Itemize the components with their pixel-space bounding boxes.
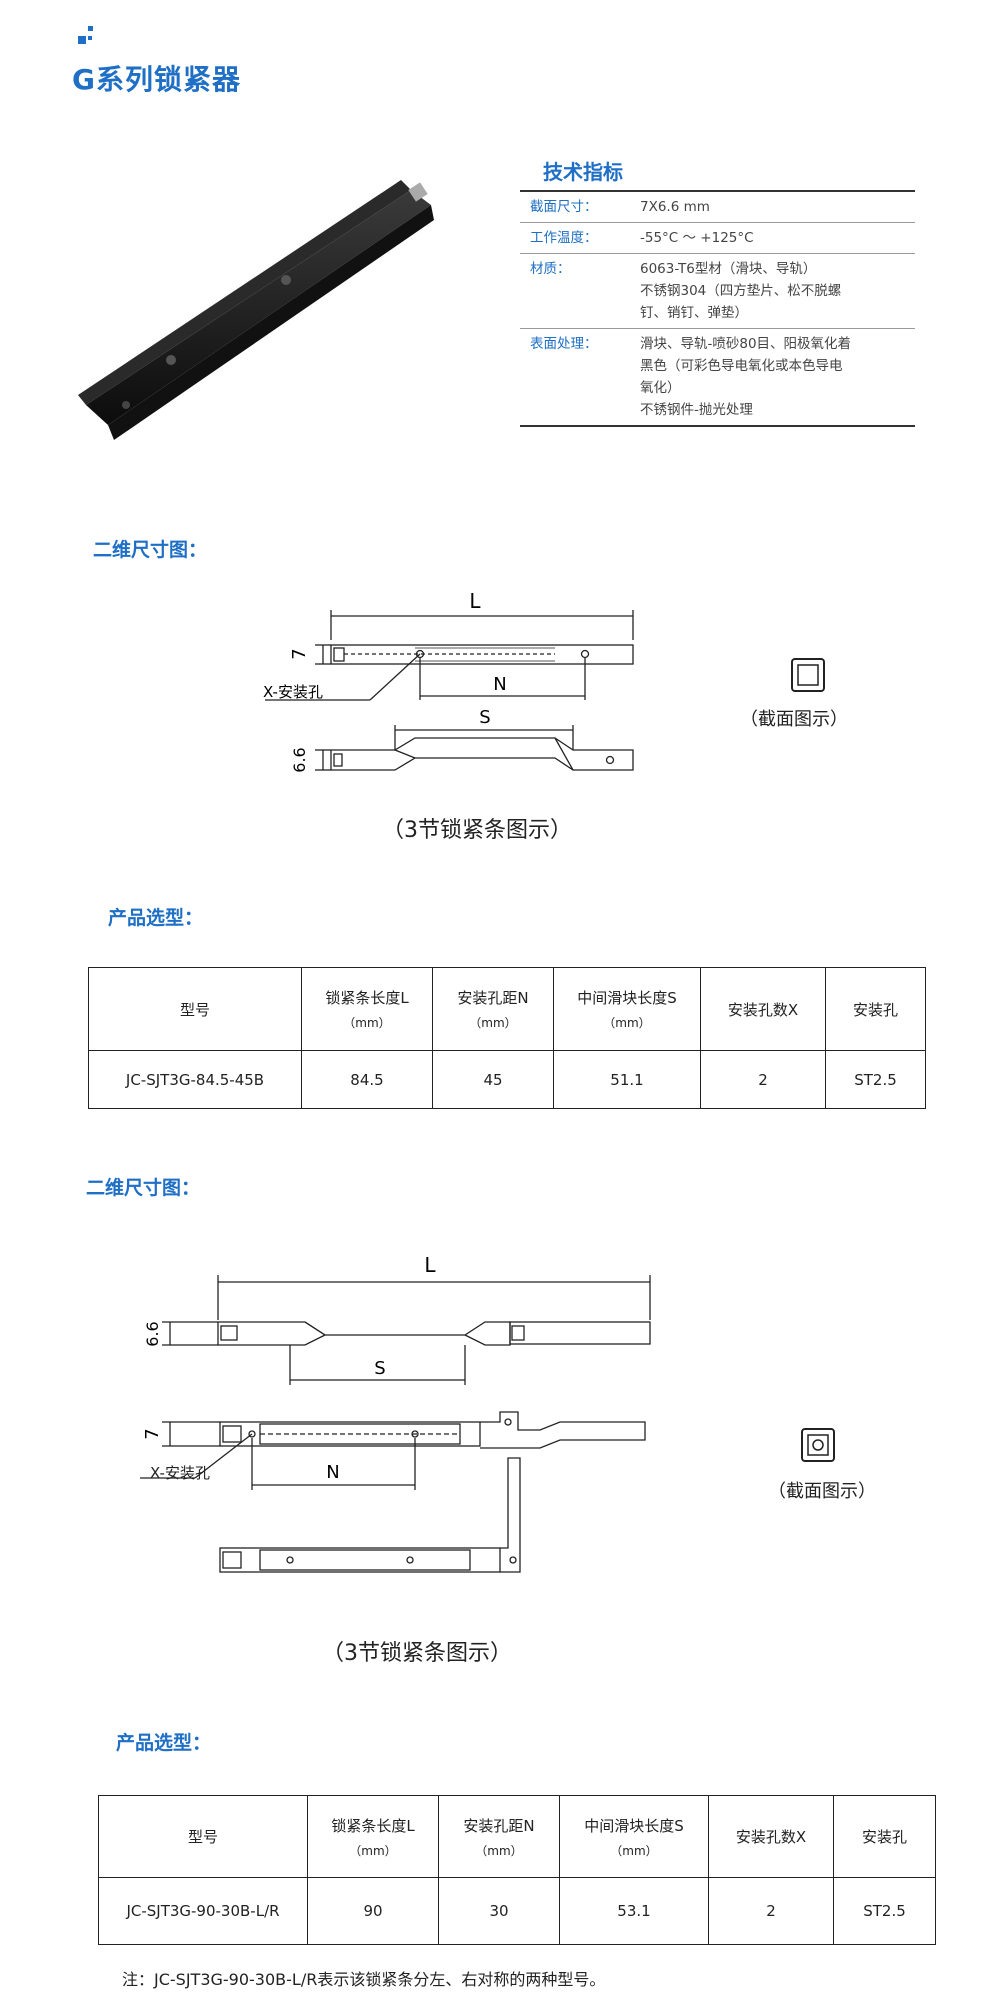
label-L: L: [424, 1253, 436, 1277]
label-N: N: [326, 1462, 339, 1483]
table-row: JC-SJT3G-90-30B-L/R 90 30 53.1 2 ST2.5: [98, 1877, 936, 1945]
label-L: L: [469, 590, 481, 613]
spec-label: 工作温度：: [530, 230, 598, 246]
label-S: S: [479, 707, 490, 728]
cross-section-caption: （截面图示）: [740, 709, 848, 730]
dimension-drawing-1: L N S 7 6.6 X-安装孔: [263, 590, 634, 773]
label-height-6-6: 6.6: [290, 747, 309, 772]
spec-row-temperature: 工作温度： -55°C ～ +125°C: [520, 223, 915, 254]
page-title: G系列锁紧器: [72, 63, 241, 96]
table-cell: ST2.5: [833, 1877, 936, 1945]
spec-title: 技术指标: [543, 160, 623, 184]
table-cell-model: JC-SJT3G-84.5-45B: [88, 1050, 302, 1109]
cross-section-caption: （截面图示）: [768, 1481, 876, 1502]
header-cell: 锁紧条长度L（mm）: [301, 967, 433, 1051]
selection-title-1: 产品选型：: [108, 907, 204, 929]
spec-label: 表面处理：: [530, 336, 598, 352]
drawing-caption: （3节锁紧条图示）: [382, 818, 572, 843]
spec-label: 截面尺寸：: [530, 199, 598, 215]
header-cell: 安装孔数X: [700, 967, 826, 1051]
header-cell: 中间滑块长度S（mm）: [553, 967, 701, 1051]
spec-label: 材质：: [530, 261, 571, 277]
header-cell: 中间滑块长度S（mm）: [559, 1795, 709, 1878]
label-height-7: 7: [142, 1428, 163, 1439]
table-row: JC-SJT3G-84.5-45B 84.5 45 51.1 2 ST2.5: [88, 1050, 926, 1109]
table-cell: 51.1: [553, 1050, 701, 1109]
spec-row-surface: 表面处理： 滑块、导轨-喷砂80目、阳极氧化着黑色（可彩色导电氧化或本色导电氧化…: [520, 329, 915, 425]
spec-value: 7X6.6 mm: [640, 199, 710, 215]
header-cell: 安装孔数X: [708, 1795, 834, 1878]
footnote: 注：JC-SJT3G-90-30B-L/R表示该锁紧条分左、右对称的两种型号。: [122, 1970, 606, 1989]
spec-value: 6063-T6型材（滑块、导轨）不锈钢304（四方垫片、松不脱螺钉、销钉、弹垫）: [640, 261, 842, 321]
label-mount-hole: X-安装孔: [150, 1464, 210, 1482]
drawing-caption: （3节锁紧条图示）: [322, 1641, 512, 1666]
selection-title-2: 产品选型：: [116, 1732, 212, 1754]
spec-row-section-size: 截面尺寸： 7X6.6 mm: [520, 192, 915, 223]
spec-value: 滑块、导轨-喷砂80目、阳极氧化着黑色（可彩色导电氧化或本色导电氧化）不锈钢件-…: [640, 336, 852, 418]
cross-section-icon: [791, 658, 825, 692]
product-photo: [78, 180, 434, 440]
header-cell: 安装孔: [833, 1795, 936, 1878]
label-height-6-6: 6.6: [143, 1321, 162, 1346]
header-cell: 型号: [98, 1795, 308, 1878]
table-cell: 2: [700, 1050, 826, 1109]
table-header-row: 型号 锁紧条长度L（mm） 安装孔距N（mm） 中间滑块长度S（mm） 安装孔数…: [98, 1795, 936, 1878]
table-cell: 45: [432, 1050, 554, 1109]
table-cell: 2: [708, 1877, 834, 1945]
header-cell: 安装孔: [825, 967, 926, 1051]
dimension-title-1: 二维尺寸图：: [93, 539, 208, 561]
table-header-row: 型号 锁紧条长度L（mm） 安装孔距N（mm） 中间滑块长度S（mm） 安装孔数…: [88, 967, 926, 1051]
table-cell: 90: [307, 1877, 439, 1945]
table-cell: 30: [438, 1877, 560, 1945]
selection-table-1: 型号 锁紧条长度L（mm） 安装孔距N（mm） 中间滑块长度S（mm） 安装孔数…: [88, 967, 926, 1109]
spec-value: -55°C ～ +125°C: [640, 230, 754, 246]
label-height-7: 7: [289, 648, 310, 659]
cross-section-icon: [801, 1428, 835, 1462]
header-cell: 安装孔距N（mm）: [438, 1795, 560, 1878]
header-cell: 锁紧条长度L（mm）: [307, 1795, 439, 1878]
logo-mark: [78, 26, 98, 46]
label-mount-hole: X-安装孔: [263, 683, 323, 701]
selection-table-2: 型号 锁紧条长度L（mm） 安装孔距N（mm） 中间滑块长度S（mm） 安装孔数…: [98, 1795, 936, 1945]
label-S: S: [374, 1358, 385, 1379]
header-cell: 安装孔距N（mm）: [432, 967, 554, 1051]
dimension-title-2: 二维尺寸图：: [86, 1177, 201, 1199]
spec-table: 截面尺寸： 7X6.6 mm 工作温度： -55°C ～ +125°C 材质： …: [520, 190, 915, 427]
table-cell: 84.5: [301, 1050, 433, 1109]
label-N: N: [493, 674, 506, 695]
table-cell-model: JC-SJT3G-90-30B-L/R: [98, 1877, 308, 1945]
table-cell: ST2.5: [825, 1050, 926, 1109]
dimension-drawing-2: L S N 6.6 7: [140, 1253, 651, 1573]
spec-row-material: 材质： 6063-T6型材（滑块、导轨）不锈钢304（四方垫片、松不脱螺钉、销钉…: [520, 254, 915, 329]
table-cell: 53.1: [559, 1877, 709, 1945]
header-cell: 型号: [88, 967, 302, 1051]
